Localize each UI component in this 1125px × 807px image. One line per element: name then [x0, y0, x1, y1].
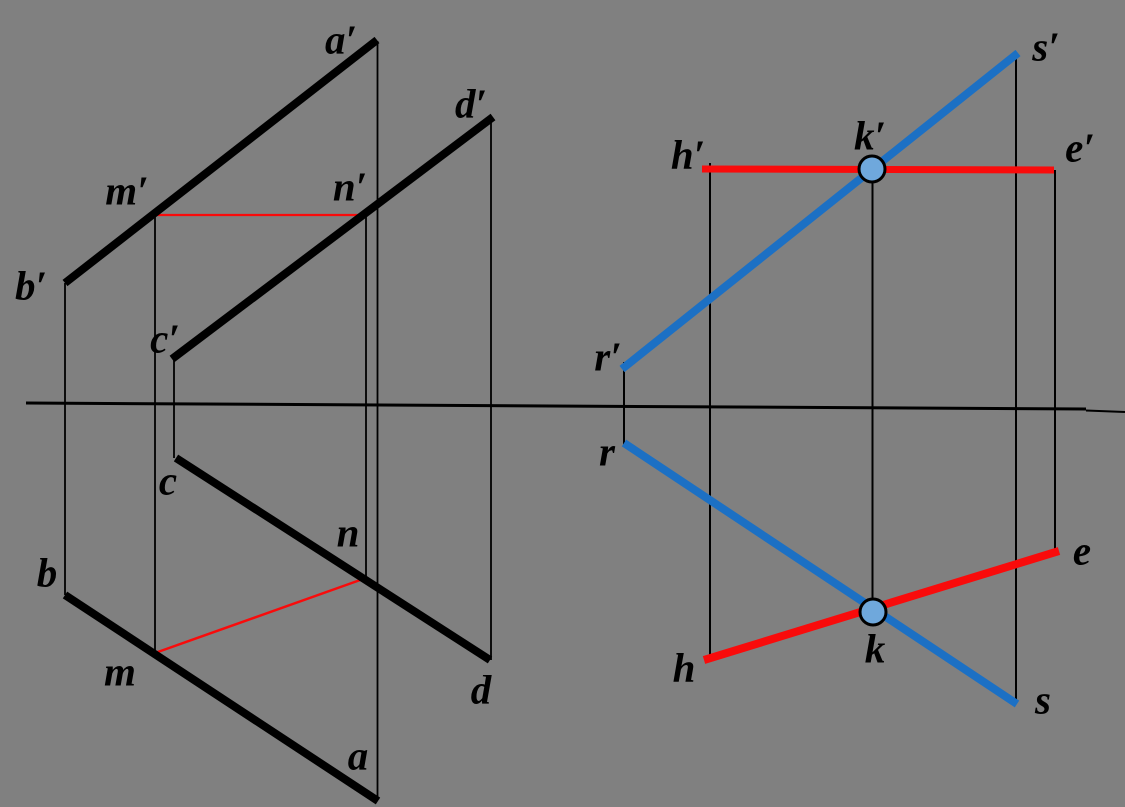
label-c: c: [158, 457, 178, 504]
label-e-prime: e′: [1065, 124, 1095, 171]
ground-axis-1: [1085, 409, 1125, 413]
label-b-prime: b′: [14, 262, 48, 309]
segment-rs-frontal: [619, 49, 1021, 373]
segment-cd-horizontal: [173, 454, 493, 664]
label-n: n: [336, 509, 360, 556]
label-m-prime: m′: [105, 167, 149, 214]
label-e: e: [1072, 527, 1092, 574]
label-d: d: [470, 666, 492, 713]
label-s-prime: s′: [1032, 23, 1060, 70]
label-s: s: [1035, 676, 1051, 723]
point-k-horizontal: [858, 597, 888, 627]
segment-rs-horizontal: [621, 439, 1020, 708]
label-r-prime: r′: [594, 333, 622, 380]
label-m: m: [104, 648, 136, 695]
segment-ab-horizontal: [62, 591, 381, 805]
label-k-prime: k′: [853, 112, 887, 159]
label-c-prime: c′: [150, 315, 180, 362]
label-a-prime: a′: [324, 16, 358, 63]
label-b: b: [36, 549, 58, 596]
segment-cd-frontal: [169, 113, 496, 363]
label-d-prime: d′: [454, 80, 488, 127]
label-k: k: [864, 625, 886, 672]
segment-ab-frontal: [62, 36, 380, 287]
point-k-frontal: [857, 154, 887, 184]
label-h-prime: h′: [670, 131, 706, 178]
label-a: a: [347, 732, 369, 779]
ground-axis-0: [25, 401, 1087, 411]
label-n-prime: n′: [332, 163, 368, 210]
label-h: h: [672, 644, 696, 691]
line-mn-horizontal: [154, 577, 364, 655]
label-r: r: [599, 428, 615, 475]
